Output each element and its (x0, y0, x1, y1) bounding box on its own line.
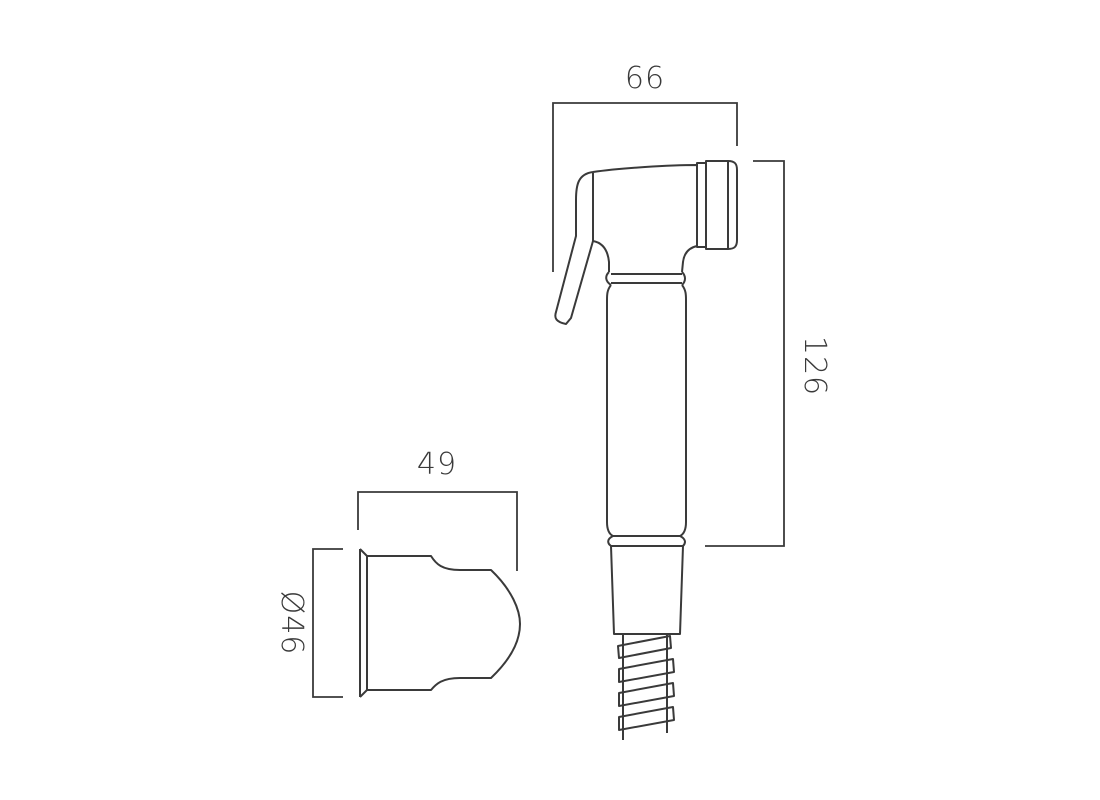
spray-head (554, 160, 738, 325)
neck-band (605, 271, 686, 286)
handle-grip (606, 284, 687, 537)
wall-holder (359, 548, 521, 698)
hose-coil-3 (618, 682, 675, 707)
holder-flange (359, 548, 368, 698)
hose-coil-1 (617, 635, 672, 659)
dimension-holder-diameter: Ø46 (274, 548, 343, 698)
nozzle-cap (727, 160, 738, 250)
nozzle-ring-outer (705, 160, 729, 250)
dimension-spray-width: 66 (552, 61, 738, 272)
dimension-holder-depth: 49 (357, 447, 518, 571)
holder-body (367, 555, 521, 691)
hose-coil-4 (618, 706, 675, 731)
spray-head-body (592, 164, 698, 273)
nozzle-ring-inner (696, 162, 707, 248)
hose (617, 634, 675, 740)
dimension-line-width (552, 102, 738, 272)
spray-handle (606, 284, 687, 635)
dimension-label-66: 66 (625, 61, 665, 96)
hose-connector (610, 545, 684, 635)
dimension-spray-height: 126 (705, 160, 832, 547)
dimension-line-diameter (312, 548, 343, 698)
dimension-line-height (705, 160, 785, 547)
dimension-label-126: 126 (797, 336, 832, 396)
lower-collar (607, 535, 686, 547)
dimension-label-46: Ø46 (274, 591, 309, 656)
hose-coil-2 (618, 658, 675, 683)
dimension-line-depth (357, 491, 518, 571)
dimension-label-49: 49 (417, 447, 457, 482)
spray-trigger-lever (554, 171, 594, 325)
